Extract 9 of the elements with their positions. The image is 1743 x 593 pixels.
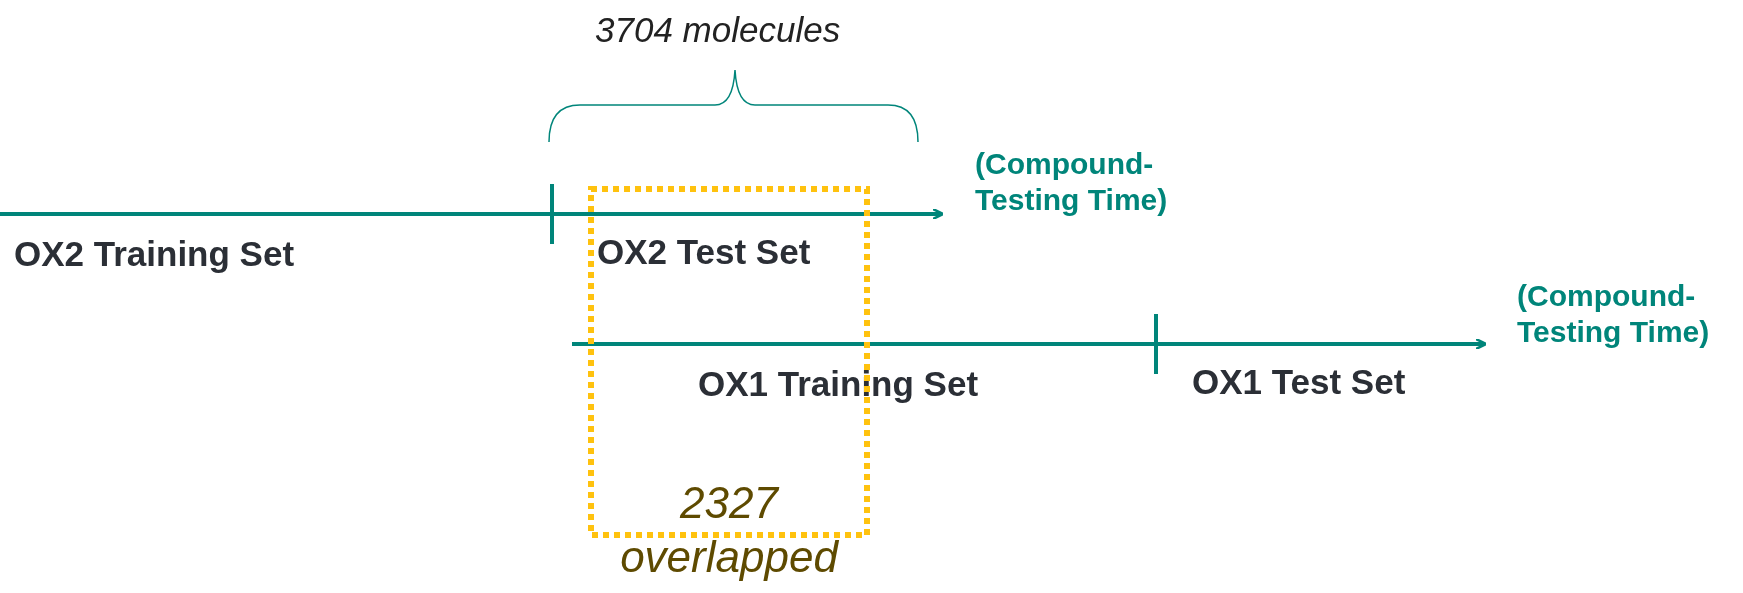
axis-label: (Compound- Testing Time): [975, 146, 1169, 218]
segment-label: OX2 Test Set: [597, 232, 811, 272]
annotation-text: 2327: [678, 478, 781, 528]
axis-label: (Compound- Testing Time): [1517, 278, 1711, 350]
segment-label: OX1 Test Set: [1192, 362, 1406, 402]
segment-label: OX1 Training Set: [698, 364, 979, 404]
segment-label: OX2 Training Set: [14, 234, 295, 274]
annotation-text: 3704 molecules: [595, 10, 841, 50]
annotation-text: overlapped: [619, 532, 840, 582]
